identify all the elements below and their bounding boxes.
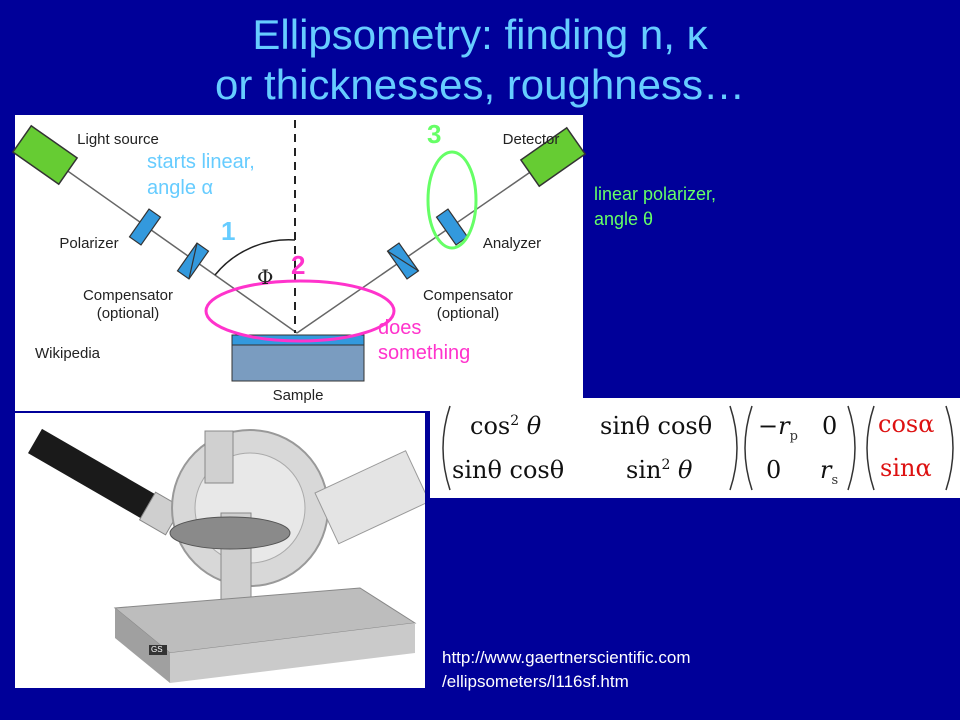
vector-v1: cosα — [878, 410, 935, 438]
compensator-left-element — [176, 242, 210, 280]
phi-symbol: Φ — [257, 265, 274, 289]
diagram-drawing — [11, 120, 587, 382]
sample-matrix-s11: −rp — [758, 412, 798, 444]
step-3-label: 3 — [427, 119, 442, 149]
matrix-brackets — [442, 405, 954, 491]
instrument-photo: GS — [15, 413, 425, 688]
compensator-left-line-1: Compensator — [82, 287, 174, 304]
s22-sub: s — [831, 472, 839, 488]
sample-label: Sample — [272, 387, 324, 404]
step-1-label: 1 — [221, 216, 236, 246]
starts-linear-note: starts linear, angle α — [147, 149, 255, 201]
light-source-box — [11, 124, 79, 186]
instrument-drawing — [28, 428, 425, 683]
compensator-left-label: Compensator (optional) — [63, 287, 193, 323]
detector-box — [519, 126, 587, 188]
analyzer-element — [435, 208, 469, 246]
matrix-m21: sinθ cosθ — [452, 456, 565, 484]
step-2-label: 2 — [291, 250, 306, 280]
m22-exp: 2 — [661, 457, 671, 473]
jones-matrix-equation: cos2 θ sinθ cosθ sinθ cosθ sin2 θ −rp 0 … — [430, 398, 960, 498]
m11-fn: cos — [470, 412, 511, 440]
s11-sub: p — [789, 428, 798, 444]
compensator-right-line-1: Compensator — [422, 287, 514, 304]
detector-label: Detector — [502, 131, 560, 148]
source-url-line-1[interactable]: http://www.gaertnerscientific.com — [442, 648, 691, 667]
slide-title: Ellipsometry: finding n, κ or thicknesse… — [0, 10, 960, 110]
compensator-right-label: Compensator (optional) — [403, 287, 533, 323]
angle-arc — [214, 239, 296, 276]
sample-matrix-s21: 0 — [766, 456, 782, 484]
matrix-m22: sin2 θ — [626, 456, 692, 484]
source-url-line-2[interactable]: /ellipsometers/l116sf.htm — [442, 672, 629, 691]
m11-exp: 2 — [510, 413, 520, 429]
s22-main: r — [820, 456, 832, 484]
polarizer-element — [128, 208, 162, 246]
incident-beam — [44, 154, 298, 334]
reflected-beam — [296, 154, 556, 334]
starts-linear-line-1: starts linear, — [147, 151, 255, 173]
sample-matrix-s12: 0 — [822, 412, 838, 440]
title-line-1: Ellipsometry: finding n, κ — [252, 11, 708, 58]
sample-matrix-s22: rs — [820, 456, 838, 488]
polarizer-label: Polarizer — [59, 235, 119, 252]
ellipsometer-diagram: Light source Detector Polarizer Analyzer… — [11, 115, 587, 411]
title-line-2: or thicknesses, roughness… — [215, 61, 745, 108]
m11-var: θ — [526, 412, 542, 440]
does-something-note: does something — [378, 316, 470, 366]
vector-v2: sinα — [880, 454, 932, 482]
matrix-m11: cos2 θ — [470, 412, 541, 440]
linear-polarizer-line-1: linear polarizer, — [594, 184, 717, 204]
m22-fn: sin — [626, 456, 662, 484]
gaertner-logo: GS — [151, 645, 163, 654]
sample-substrate — [231, 344, 365, 382]
does-something-line-1: does — [378, 317, 422, 339]
linear-polarizer-note: linear polarizer, angle θ — [594, 182, 716, 232]
m22-var: θ — [678, 456, 693, 484]
compensator-right-line-2: (optional) — [436, 305, 500, 322]
wikipedia-credit: Wikipedia — [35, 345, 101, 362]
analyzer-highlight-ellipse — [426, 150, 478, 250]
compensator-left-line-2: (optional) — [96, 305, 160, 322]
analyzer-label: Analyzer — [482, 235, 542, 252]
linear-polarizer-line-2: angle θ — [594, 209, 654, 229]
starts-linear-line-2: angle α — [147, 177, 214, 199]
light-source-label: Light source — [77, 131, 159, 148]
does-something-line-2: something — [378, 342, 471, 364]
source-url[interactable]: http://www.gaertnerscientific.com /ellip… — [442, 646, 690, 694]
sample-highlight-ellipse — [204, 279, 396, 343]
compensator-right-element — [386, 242, 420, 280]
s11-main: −r — [758, 412, 790, 440]
matrix-m12: sinθ cosθ — [600, 412, 713, 440]
